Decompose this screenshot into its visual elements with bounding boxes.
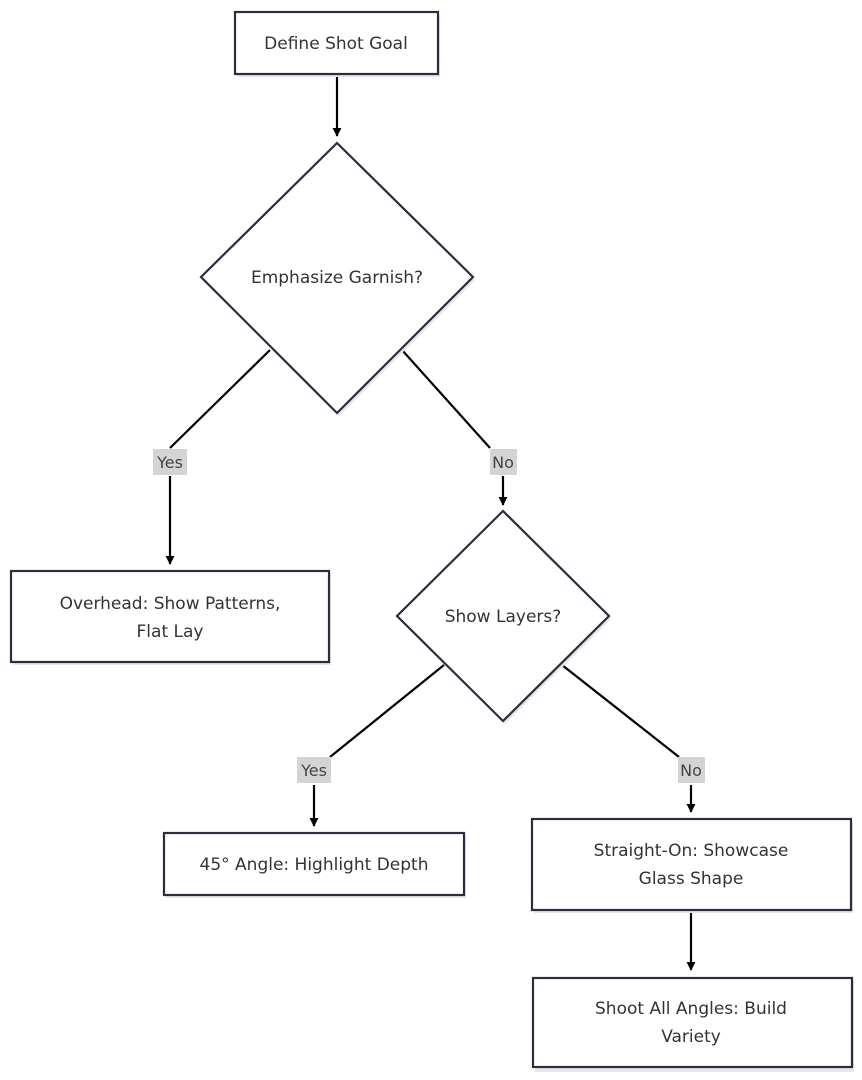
- edge-label-emphasize-yes: Yes: [153, 449, 187, 475]
- svg-text:Shoot All Angles: Build: Shoot All Angles: Build: [595, 999, 787, 1019]
- svg-text:No: No: [680, 761, 702, 780]
- edge-layers-no: [561, 664, 691, 812]
- svg-text:Show Layers?: Show Layers?: [445, 607, 562, 627]
- edge-label-layers-yes: Yes: [297, 757, 331, 783]
- node-straight-on: Straight-On: Showcase Glass Shape: [530, 817, 853, 913]
- svg-text:Variety: Variety: [661, 1027, 721, 1047]
- svg-text:Yes: Yes: [300, 761, 327, 780]
- edge-emphasize-yes: [170, 349, 271, 564]
- nodes: Define Shot Goal Emphasize Garnish? Over…: [9, 10, 854, 1072]
- svg-text:Define Shot Goal: Define Shot Goal: [264, 34, 408, 54]
- svg-text:Flat Lay: Flat Lay: [137, 622, 204, 642]
- svg-text:Glass Shape: Glass Shape: [639, 869, 744, 889]
- node-overhead: Overhead: Show Patterns, Flat Lay: [9, 569, 331, 665]
- edge-layers-yes: [314, 664, 445, 826]
- node-emphasize-garnish-decision: Emphasize Garnish?: [199, 141, 475, 416]
- edge-label-layers-no: No: [678, 757, 705, 783]
- svg-text:Overhead: Show Patterns,: Overhead: Show Patterns,: [60, 594, 281, 614]
- svg-text:No: No: [492, 453, 514, 472]
- edge-emphasize-no: [401, 349, 503, 505]
- edge-label-emphasize-no: No: [490, 449, 517, 475]
- node-shoot-all-angles: Shoot All Angles: Build Variety: [531, 976, 854, 1072]
- node-show-layers-decision: Show Layers?: [395, 509, 611, 724]
- svg-text:Emphasize Garnish?: Emphasize Garnish?: [251, 268, 423, 288]
- svg-text:Straight-On: Showcase: Straight-On: Showcase: [594, 841, 789, 861]
- edges: Yes No Yes No: [153, 74, 705, 971]
- svg-text:45° Angle: Highlight Depth: 45° Angle: Highlight Depth: [200, 855, 429, 875]
- svg-text:Yes: Yes: [156, 453, 183, 472]
- node-define-shot-goal: Define Shot Goal: [233, 10, 440, 77]
- node-45-angle: 45° Angle: Highlight Depth: [162, 831, 466, 898]
